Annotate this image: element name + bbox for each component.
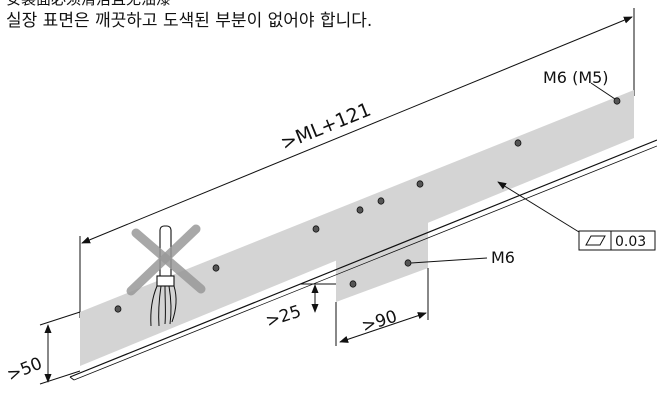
extension-line-top	[39, 311, 81, 326]
mounting-note-partial: 安装面必须清洁且无油漆	[6, 0, 171, 9]
hole-callout-bracket: M6	[491, 248, 515, 267]
bracket-width-dimension-line	[339, 312, 427, 343]
mounting-hole	[514, 139, 522, 147]
bracket-width-label: >90	[359, 307, 399, 337]
mounting-hole	[377, 197, 385, 205]
length-label: >ML+121	[278, 99, 374, 155]
surface-height-label: >50	[4, 354, 45, 386]
flatness-leader	[497, 181, 580, 233]
mounting-hole	[416, 180, 424, 188]
height-offset-label: >25	[263, 302, 303, 332]
cross-out-icon	[126, 224, 206, 296]
rail-end	[69, 376, 75, 381]
hole-callout-leader	[590, 82, 616, 100]
extension-line-bottom	[39, 370, 81, 385]
mounting-hole	[114, 305, 122, 313]
flatness-symbol-icon	[585, 235, 606, 246]
bracket-hole-leader	[410, 257, 488, 264]
flatness-value: 0.03	[615, 234, 646, 250]
mounting-hole	[404, 259, 412, 267]
flatness-callout: 0.03	[578, 230, 656, 251]
hole-callout-main: M6 (M5)	[543, 68, 609, 87]
mounting-hole	[349, 280, 357, 288]
length-dimension-line	[81, 16, 633, 244]
mounting-hole	[356, 206, 364, 214]
mounting-hole	[312, 225, 320, 233]
mounting-hole	[212, 264, 220, 272]
rail-edge-front	[69, 139, 657, 378]
